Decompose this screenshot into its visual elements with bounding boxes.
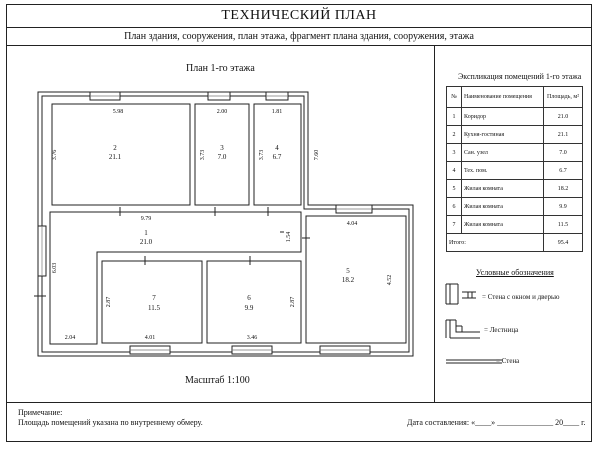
room-4-outline bbox=[253, 103, 302, 206]
dim-door-gap: 1.54 bbox=[286, 232, 292, 243]
legend-stairs-label: = Лестница bbox=[484, 326, 519, 334]
room-7-number: 7 bbox=[152, 294, 156, 302]
dim-r5-height: 4.52 bbox=[387, 275, 393, 286]
room-2-outline bbox=[51, 103, 191, 206]
legend-wall-window-door-label: = Стена с окном и дверью bbox=[482, 293, 560, 301]
room-3-area: 7.0 bbox=[218, 153, 227, 161]
dim-r4-height: 3.73 bbox=[259, 150, 265, 161]
wall-symbol bbox=[446, 359, 502, 364]
col-area-header: Площадь, м² bbox=[543, 86, 583, 108]
explication-header-row: № Наименование помещения Площадь, м² bbox=[446, 86, 583, 108]
total-row: Итого:95.4 bbox=[446, 233, 583, 252]
dim-r3-height: 3.73 bbox=[200, 150, 206, 161]
room-6-outline bbox=[206, 260, 302, 344]
outer-wall bbox=[37, 91, 414, 357]
room-5-number: 5 bbox=[346, 267, 350, 275]
room-2-area: 21.1 bbox=[109, 153, 122, 161]
dim-right-wall: 7.60 bbox=[314, 150, 320, 161]
room-3-number: 3 bbox=[220, 144, 224, 152]
dim-r2-height: 3.76 bbox=[52, 150, 58, 161]
room-2-number: 2 bbox=[113, 144, 117, 152]
legend-symbols bbox=[445, 283, 502, 364]
date-line: Дата составления: «____» ______________ … bbox=[407, 418, 586, 427]
room-5-outline bbox=[305, 215, 407, 344]
total-area: 95.4 bbox=[543, 233, 583, 252]
scale-label: Масштаб 1:100 bbox=[185, 375, 250, 386]
dim-r7-width: 4.01 bbox=[145, 335, 156, 341]
note-title: Примечание: bbox=[18, 408, 63, 417]
dim-r6-right: 2.87 bbox=[290, 297, 296, 308]
room-3-outline bbox=[194, 103, 250, 206]
wall-with-window-door-symbol bbox=[445, 283, 476, 305]
footer-bar bbox=[6, 402, 592, 442]
dim-r2-width: 5.98 bbox=[113, 109, 124, 115]
dim-r7-left: 2.87 bbox=[106, 297, 112, 308]
document-subtitle: План здания, сооружения, план этажа, фра… bbox=[6, 28, 592, 46]
dim-bottom-left: 2.04 bbox=[65, 335, 76, 341]
plan-label: План 1-го этажа bbox=[186, 63, 255, 74]
explication-title: Экспликация помещений 1-го этажа bbox=[458, 72, 582, 81]
dim-left-wall: 6.03 bbox=[52, 263, 58, 274]
document-frame bbox=[6, 4, 592, 442]
dim-r5-width: 4.04 bbox=[347, 221, 358, 227]
room-6-number: 6 bbox=[247, 294, 251, 302]
room-1-outline bbox=[49, 211, 302, 345]
room-4-number: 4 bbox=[275, 144, 279, 152]
col-name-header: Наименование помещения bbox=[461, 86, 544, 108]
room-1-number: 1 bbox=[144, 229, 148, 237]
col-num-header: № bbox=[446, 86, 462, 108]
dim-r6-width: 3.46 bbox=[247, 335, 258, 341]
room-4-area: 6.7 bbox=[273, 153, 282, 161]
room-6-area: 9.9 bbox=[245, 304, 254, 312]
note-text: Площадь помещений указана по внутреннему… bbox=[18, 418, 203, 427]
room-7-area: 11.5 bbox=[148, 304, 160, 312]
outer-wall-inner bbox=[41, 95, 410, 353]
room-1-area: 21.0 bbox=[140, 238, 153, 246]
room-5-area: 18.2 bbox=[342, 276, 355, 284]
legend-wall-label: = Стена bbox=[496, 357, 520, 365]
dim-corridor-length: 9.79 bbox=[141, 216, 152, 222]
document-title: ТЕХНИЧЕСКИЙ ПЛАН bbox=[6, 4, 592, 28]
dim-r4-width: 1.81 bbox=[272, 109, 283, 115]
stairs-symbol bbox=[445, 319, 480, 339]
total-label: Итого: bbox=[446, 233, 544, 252]
legend-title: Условные обозначения bbox=[476, 268, 554, 277]
explication-panel bbox=[434, 46, 592, 402]
room-7-outline bbox=[101, 260, 203, 344]
dim-r3-width: 2.00 bbox=[217, 109, 228, 115]
